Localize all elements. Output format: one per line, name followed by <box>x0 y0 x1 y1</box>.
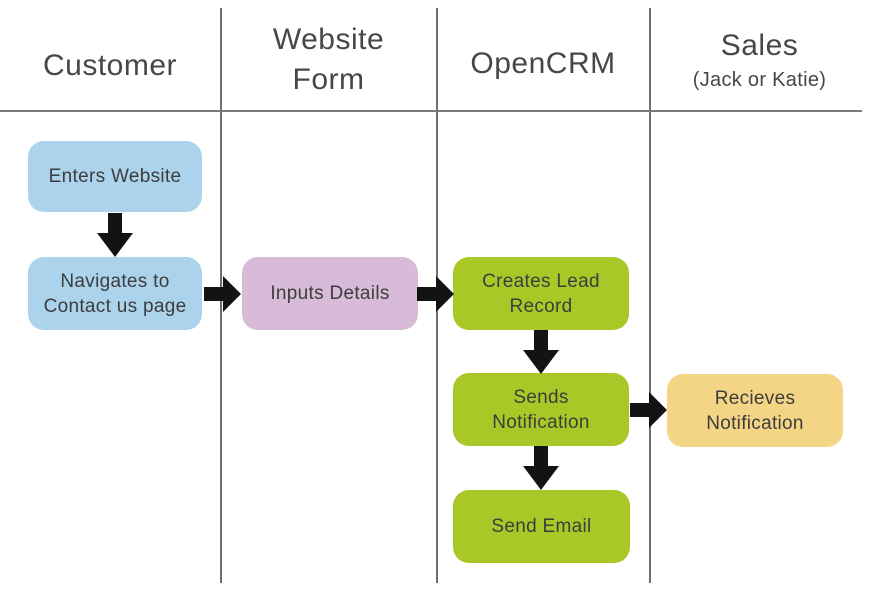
arrow-right-icon <box>417 276 454 312</box>
lane-header-website-form: Website Form <box>272 23 385 96</box>
lane-header-sales-subtitle: (Jack or Katie) <box>692 69 827 91</box>
lane-divider <box>649 8 651 583</box>
lane-header-customer: Customer <box>42 49 178 82</box>
arrow-down-icon <box>97 213 133 257</box>
node-recieves-notification: Recieves Notification <box>667 374 843 447</box>
node-send-email: Send Email <box>453 490 630 563</box>
arrow-down-icon <box>523 330 559 374</box>
arrow-right-icon <box>204 276 241 312</box>
header-divider <box>0 110 862 112</box>
node-creates-lead-record: Creates Lead Record <box>453 257 629 330</box>
node-sends-notification: Sends Notification <box>453 373 629 446</box>
arrow-down-icon <box>523 446 559 490</box>
node-navigates-to-contact-us-page: Navigates to Contact us page <box>28 257 202 330</box>
lane-header-sales: Sales <box>720 29 799 62</box>
lane-header-opencrm: OpenCRM <box>470 47 616 80</box>
node-enters-website: Enters Website <box>28 141 202 212</box>
node-inputs-details: Inputs Details <box>242 257 418 330</box>
arrow-right-icon <box>630 392 667 428</box>
